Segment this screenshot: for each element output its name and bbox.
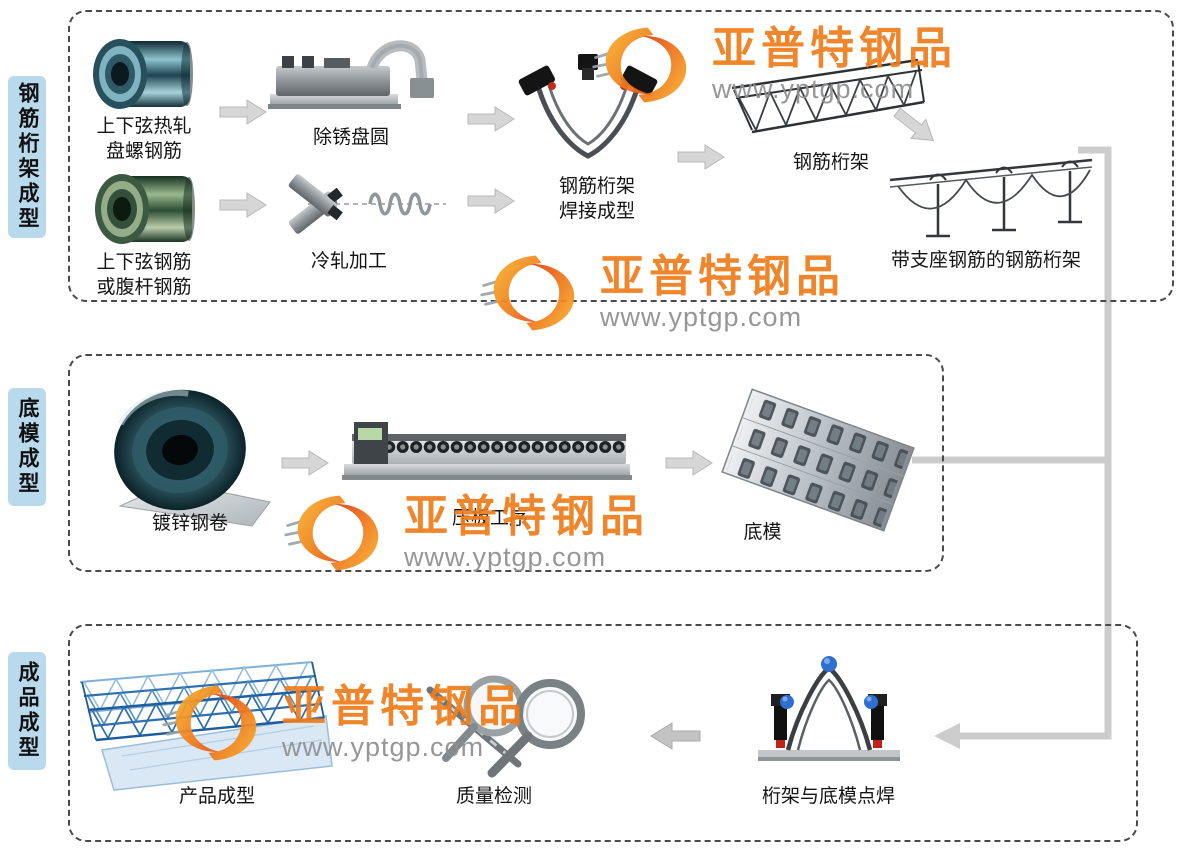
- section-label-truss-forming: 钢筋桁架成型: [8, 76, 46, 238]
- cold-rolling-label: 冷轧加工: [310, 251, 387, 272]
- section-product-forming: 产品成型 质量检测: [68, 624, 1138, 842]
- steel-truss-label: 钢筋桁架: [792, 152, 869, 173]
- pressing-machine-illustration: [342, 408, 634, 488]
- hot-rolled-coil-illustration: [90, 35, 194, 113]
- flow-arrow-right: [467, 104, 516, 134]
- section-label-text: 钢筋桁架成型: [16, 82, 39, 232]
- flow-arrow-right: [219, 190, 268, 220]
- section-truss-forming: 上下弦热轧 盘螺钢筋 除锈盘圆: [68, 10, 1174, 302]
- section-label-product: 成品成型: [8, 652, 46, 770]
- flow-arrow-right: [467, 186, 516, 216]
- truss-with-supports-illustration: [886, 150, 1096, 250]
- chord-web-coil-label: 上下弦钢筋 或腹杆钢筋: [96, 252, 192, 298]
- bottom-mold-illustration: [718, 384, 918, 536]
- flow-arrow-right: [677, 142, 726, 172]
- truss-welding-label: 钢筋桁架 焊接成型: [558, 176, 635, 222]
- spot-welding-label: 桁架与底模点焊: [761, 786, 895, 807]
- flow-arrow-right: [219, 97, 268, 127]
- truss-with-supports-label: 带支座钢筋的钢筋桁架: [890, 250, 1081, 271]
- section-label-text: 底模成型: [16, 397, 39, 497]
- galvanized-coil-label: 镀锌钢卷: [151, 513, 228, 534]
- steel-truss-illustration: [726, 50, 926, 145]
- flow-arrow-left: [648, 720, 701, 752]
- flow-arrow-down-right: [888, 100, 944, 153]
- section-bottom-mold-forming: 镀锌钢卷 压板工序: [68, 354, 944, 572]
- pressing-label: 压板工序: [451, 508, 528, 529]
- section-label-bottom-mold: 底模成型: [8, 388, 46, 506]
- flow-arrow-right: [665, 448, 714, 478]
- cold-rolling-illustration: [274, 164, 449, 246]
- finished-product-label: 产品成型: [178, 786, 255, 807]
- quality-inspection-label: 质量检测: [455, 786, 532, 807]
- spot-welding-illustration: [754, 650, 904, 768]
- descaling-label: 除锈盘圆: [312, 127, 389, 148]
- chord-web-coil-illustration: [92, 170, 196, 248]
- hot-rolled-coil-label: 上下弦热轧 盘螺钢筋: [96, 116, 192, 162]
- section-label-text: 成品成型: [16, 661, 39, 761]
- truss-welding-illustration: [518, 52, 658, 170]
- galvanized-coil-illustration: [102, 386, 277, 534]
- descaling-machine-illustration: [268, 34, 438, 114]
- watermark-url-text: www.yptgp.com: [600, 302, 803, 332]
- quality-inspection-illustration: [422, 672, 597, 784]
- flow-arrow-right: [281, 448, 330, 478]
- bottom-mold-label: 底模: [743, 522, 782, 543]
- finished-product-illustration: [74, 652, 336, 794]
